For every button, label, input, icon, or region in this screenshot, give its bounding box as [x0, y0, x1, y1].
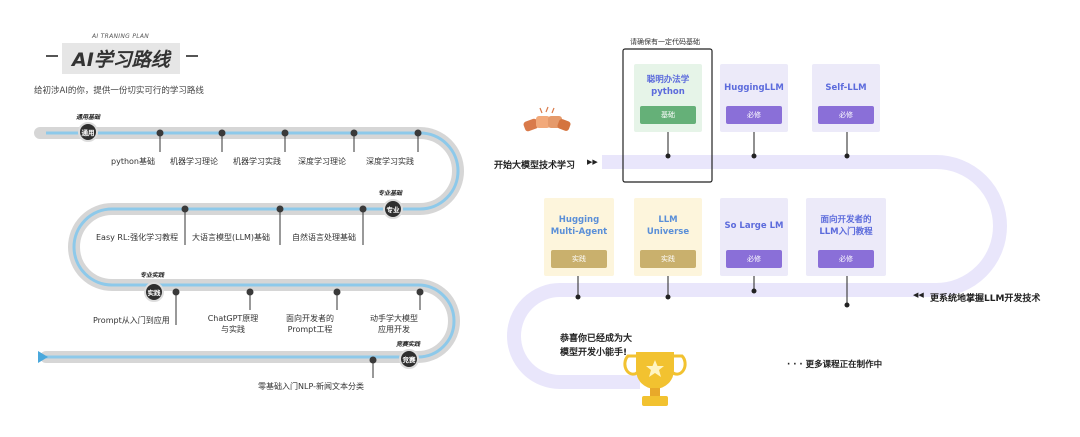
more-courses-label: · · · 更多课程正在制作中	[787, 360, 883, 370]
fist-bump-icon	[523, 106, 571, 132]
card-self-llm-tag: 必修	[818, 106, 874, 124]
card-python-title: 聪明办法学 python	[646, 75, 690, 97]
course-dl-practice[interactable]: 深度学习实践	[366, 157, 414, 166]
page-title: AI学习路线	[62, 43, 180, 74]
card-so-large-lm[interactable]: So Large LM 必修	[720, 198, 788, 276]
course-prompt-engineering[interactable]: 面向开发者的 Prompt工程	[286, 314, 334, 334]
right-bottom-nodes	[575, 288, 850, 308]
course-python-basics[interactable]: python基础	[111, 157, 155, 166]
course-easy-rl[interactable]: Easy RL:强化学习教程	[96, 233, 179, 242]
title-dash-left	[46, 55, 58, 57]
row1-nodes	[156, 129, 422, 137]
card-python-tag: 基础	[640, 106, 696, 124]
course-ml-practice[interactable]: 机器学习实践	[233, 157, 281, 166]
course-llm-app-dev[interactable]: 动手学大模型 应用开发	[370, 314, 418, 334]
stage-badge-practice: 实践	[144, 282, 164, 302]
card-llm-universe-title: LLM Universe	[646, 215, 690, 237]
plan-eyebrow: AI TRANING PLAN	[92, 33, 150, 40]
card-so-large-lm-title: So Large LM	[724, 221, 784, 231]
row3-nodes	[172, 288, 424, 296]
stage-badge-professional: 专业	[383, 199, 403, 219]
stage-tag-competition: 竞赛实践	[396, 341, 421, 348]
page-subtitle: 给初涉AI的你，提供一份切实可行的学习路线	[34, 86, 204, 96]
right-track	[507, 155, 1007, 389]
course-prompt-intro[interactable]: Prompt从入门到应用	[93, 316, 170, 325]
card-huggingllm-title: HuggingLLM	[724, 83, 784, 93]
card-huggingllm[interactable]: HuggingLLM 必修	[720, 64, 788, 132]
trophy-icon	[623, 352, 687, 406]
course-chatgpt[interactable]: ChatGPT原理 与实践	[207, 314, 259, 334]
course-dl-theory[interactable]: 深度学习理论	[298, 157, 346, 166]
card-llm-intro-dev-title: 面向开发者的 LLM入门教程	[819, 215, 873, 237]
row2-ticks	[184, 209, 364, 245]
right-top-connectors	[667, 132, 848, 155]
card-multi-agent-tag: 实践	[551, 250, 607, 268]
card-self-llm-title: Self-LLM	[825, 83, 867, 93]
row4-node	[369, 356, 377, 364]
left-start-block	[38, 128, 46, 138]
arrow-left-icon: ◀◀	[913, 291, 924, 299]
title-dash-right	[186, 55, 198, 57]
right-top-nodes	[665, 153, 850, 159]
card-python[interactable]: 聪明办法学 python 基础	[634, 64, 702, 132]
left-track-inner	[40, 131, 460, 359]
code-base-frame	[622, 48, 713, 183]
start-label: 开始大模型技术学习	[494, 161, 576, 171]
card-llm-universe[interactable]: LLM Universe 实践	[634, 198, 702, 276]
card-so-large-lm-tag: 必修	[726, 250, 782, 268]
card-llm-intro-dev[interactable]: 面向开发者的 LLM入门教程 必修	[806, 198, 886, 276]
stage-badge-competition: 竞赛	[399, 349, 419, 369]
card-multi-agent-title: Hugging Multi-Agent	[550, 215, 608, 237]
right-bottom-connectors	[577, 276, 848, 304]
card-huggingllm-tag: 必修	[726, 106, 782, 124]
code-base-note: 请确保有一定代码基础	[630, 38, 700, 46]
course-nlp-news[interactable]: 零基础入门NLP-新闻文本分类	[258, 382, 364, 391]
finish-label: 恭喜你已经成为大 模型开发小能手!	[560, 334, 633, 358]
row2-nodes	[181, 205, 367, 213]
left-end-arrow	[38, 351, 48, 363]
stage-tag-professional: 专业基础	[378, 190, 403, 197]
mid-label: 更系统地掌握LLM开发技术	[930, 294, 1041, 304]
stage-tag-practice: 专业实践	[140, 272, 165, 279]
stage-tag-general: 通用基础	[76, 114, 101, 121]
card-multi-agent[interactable]: Hugging Multi-Agent 实践	[544, 198, 614, 276]
card-llm-universe-tag: 实践	[640, 250, 696, 268]
course-nlp-basics[interactable]: 自然语言处理基础	[292, 233, 356, 242]
course-ml-theory[interactable]: 机器学习理论	[170, 157, 218, 166]
course-llm-basics[interactable]: 大语言模型(LLM)基础	[192, 233, 271, 242]
stage-badge-general: 通用	[78, 122, 98, 142]
card-llm-intro-dev-tag: 必修	[818, 250, 874, 268]
arrow-right-icon: ▶▶	[587, 158, 598, 166]
card-self-llm[interactable]: Self-LLM 必修	[812, 64, 880, 132]
